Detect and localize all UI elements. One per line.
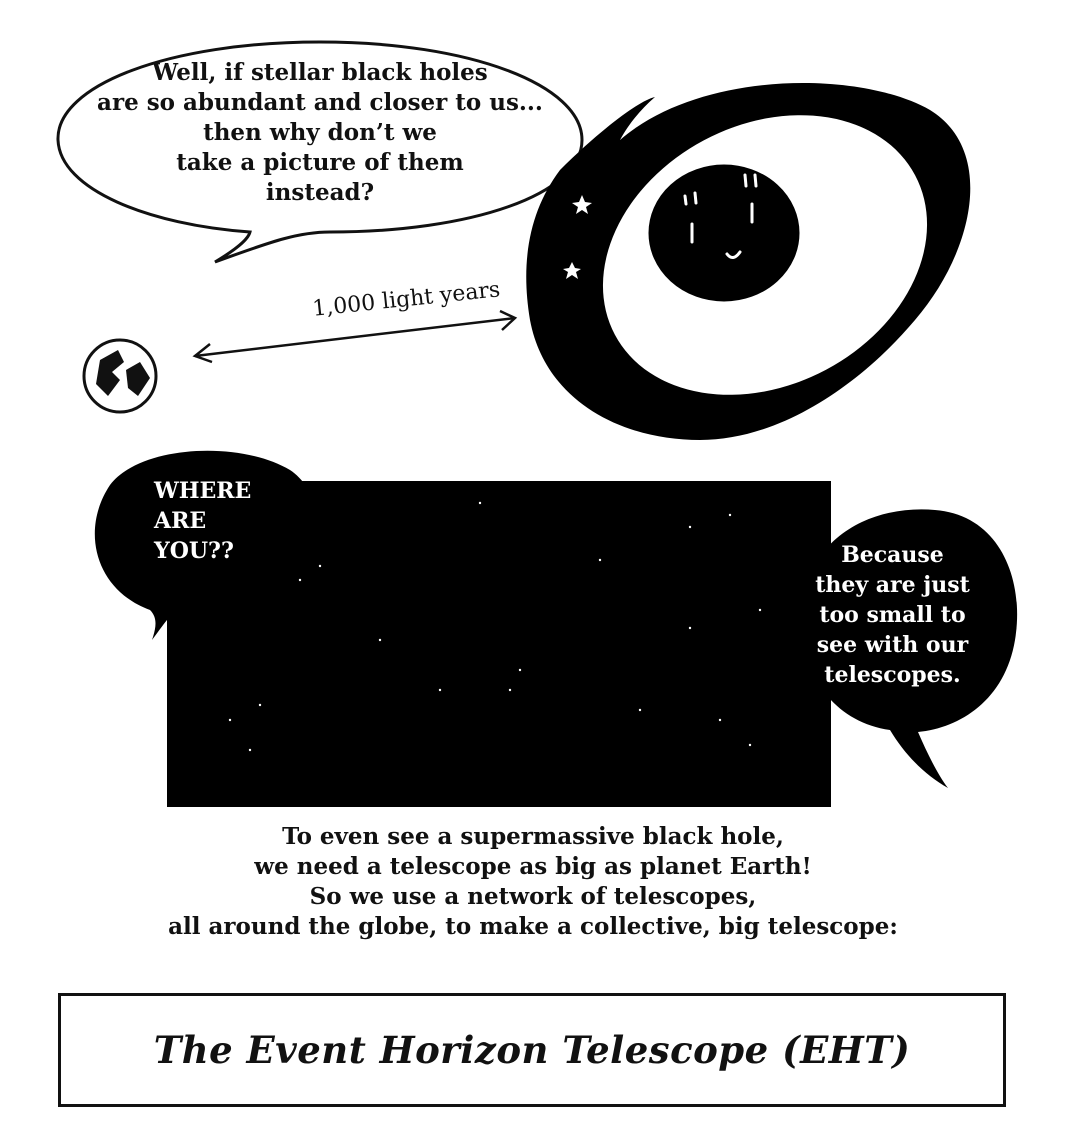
title-text: The Event Horizon Telescope (EHT) — [153, 1028, 911, 1072]
where-line: WHERE — [154, 478, 252, 504]
speck — [508, 688, 512, 692]
speck — [718, 718, 722, 722]
where-line: ARE — [154, 508, 207, 534]
question-line: then why don’t we — [203, 119, 437, 146]
speck — [228, 718, 232, 722]
because-line: telescopes. — [824, 662, 961, 688]
speech-bubble-where — [94, 450, 319, 640]
speck — [748, 743, 752, 747]
speck — [378, 638, 382, 642]
speck — [318, 564, 322, 568]
where-line: YOU?? — [154, 538, 234, 564]
caption: To even see a supermassive black hole, w… — [110, 822, 956, 942]
speech-bubble-question — [56, 40, 584, 264]
speck — [638, 708, 642, 712]
speech-bubble-because — [801, 509, 1018, 788]
question-line: Well, if stellar black holes — [152, 59, 488, 86]
speck — [688, 525, 692, 529]
speck — [248, 748, 252, 752]
because-line: too small to — [819, 602, 966, 628]
speck — [518, 668, 522, 672]
because-text: Because they are just too small to see w… — [800, 540, 985, 690]
speck — [758, 608, 762, 612]
speck — [478, 501, 482, 505]
title-box: The Event Horizon Telescope (EHT) — [58, 993, 1006, 1107]
speck — [258, 703, 262, 707]
because-line: see with our — [816, 632, 969, 658]
where-text: WHERE ARE YOU?? — [154, 476, 284, 566]
speck — [688, 626, 692, 630]
distance-arrow — [192, 309, 518, 364]
caption-line: all around the globe, to make a collecti… — [168, 913, 898, 940]
question-line: are so abundant and closer to us... — [97, 89, 543, 116]
question-line: take a picture of them — [176, 149, 464, 176]
caption-line: we need a telescope as big as planet Ear… — [254, 853, 812, 880]
star-icon — [563, 153, 905, 354]
question-text: Well, if stellar black holes are so abun… — [80, 58, 560, 208]
question-line: instead? — [265, 179, 375, 206]
because-line: Because — [841, 542, 944, 568]
speck — [298, 578, 302, 582]
distance-label: 1,000 light years — [311, 277, 501, 322]
black-hole-face — [683, 173, 758, 259]
earth-icon — [82, 338, 158, 414]
speck — [438, 688, 442, 692]
speck — [598, 558, 602, 562]
caption-line: To even see a supermassive black hole, — [282, 823, 784, 850]
speck — [728, 513, 732, 517]
caption-line: So we use a network of telescopes, — [309, 883, 757, 910]
black-hole-illustration — [526, 82, 971, 440]
because-line: they are just — [815, 572, 970, 598]
